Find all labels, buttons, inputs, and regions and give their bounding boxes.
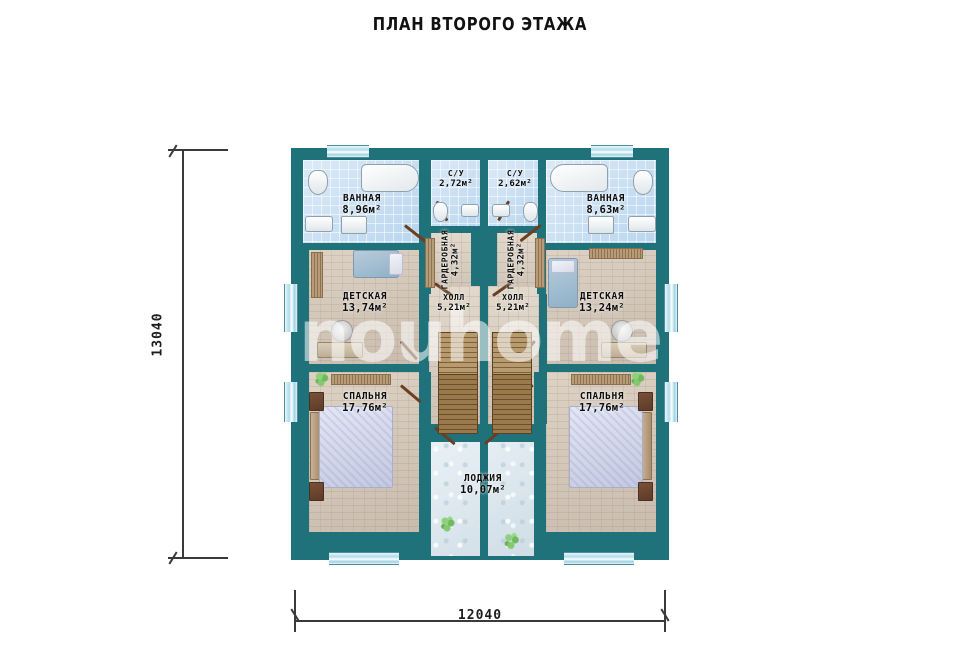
plant-bedroom-left — [313, 370, 331, 388]
room-floor-closet-left — [431, 232, 471, 294]
wall-seg-12 — [546, 364, 658, 372]
plant-bedroom-right — [629, 370, 647, 388]
dimension-bottom-tick-left — [294, 590, 296, 632]
toilet-wc-left — [433, 202, 448, 222]
bed-bedroom-right — [569, 406, 643, 488]
wall-seg-10 — [539, 294, 547, 424]
dimension-left-line — [182, 150, 184, 559]
wall-seg-4 — [538, 160, 546, 250]
page-title: ПЛАН ВТОРОГО ЭТАЖА — [372, 14, 588, 35]
nightstand-left-top — [309, 392, 324, 411]
dimension-left-slash-top — [168, 144, 178, 158]
bathtub-left — [361, 164, 419, 192]
dimension-bottom-line — [295, 620, 666, 622]
dimension-left-tick-top — [168, 149, 228, 151]
wardrobe-closet-left — [425, 238, 435, 288]
plant-loggia-left — [438, 514, 458, 534]
dimension-bottom-value: 12040 — [457, 608, 503, 623]
shower-right — [588, 216, 614, 234]
window-bottom-right — [564, 552, 634, 565]
sink-wc-left — [461, 204, 479, 217]
window-right-bedroom — [664, 382, 678, 422]
window-right-kids — [664, 284, 678, 332]
bathtub-right — [550, 164, 608, 192]
nightstand-right-bottom — [638, 482, 653, 501]
wardrobe-kids-left — [311, 252, 323, 298]
window-top-left — [327, 145, 369, 158]
chair-kids-right — [611, 320, 633, 342]
toilet-wc-right — [523, 202, 538, 222]
toilet-right — [633, 170, 653, 195]
wardrobe-bedroom-left — [331, 374, 391, 385]
wardrobe-kids-right — [589, 248, 643, 259]
nightstand-left-bottom — [309, 482, 324, 501]
window-left-bedroom — [284, 382, 298, 422]
stairs-lower-left — [438, 374, 478, 434]
window-top-right — [591, 145, 633, 158]
pillow-kids-right — [551, 260, 575, 273]
wardrobe-closet-right — [535, 238, 545, 288]
toilet-left — [308, 170, 328, 195]
wall-seg-2 — [546, 243, 656, 250]
pillow-kids-left — [389, 253, 403, 275]
wall-central-spine — [480, 160, 488, 556]
wall-seg-11 — [309, 364, 421, 372]
dimension-left-tick-bottom — [168, 557, 228, 559]
sink-right — [628, 216, 656, 232]
dimension-bottom-tick-right — [664, 590, 666, 632]
stairs-upper-left — [438, 332, 478, 376]
desk-kids-left — [317, 342, 363, 358]
stairs-lower-right — [492, 374, 532, 434]
wall-seg-5 — [431, 226, 481, 233]
plant-loggia-right — [501, 530, 523, 552]
floor-plan: nouhome ВАННАЯ 8,96м² С/У 2,72м² С/У 2,6… — [283, 144, 678, 565]
nightstand-right-top — [638, 392, 653, 411]
wall-seg-13 — [419, 372, 431, 532]
wardrobe-bedroom-right — [571, 374, 631, 385]
dimension-left-value: 13040 — [150, 312, 166, 357]
desk-kids-right — [601, 342, 647, 358]
wall-seg-6 — [488, 226, 538, 233]
wall-seg-1 — [303, 243, 419, 250]
bed-bedroom-left — [319, 406, 393, 488]
room-floor-closet-right — [497, 232, 537, 294]
wall-seg-3 — [419, 160, 431, 250]
sink-left — [305, 216, 333, 232]
window-bottom-left — [329, 552, 399, 565]
wall-seg-14 — [534, 372, 546, 532]
chair-kids-left — [331, 320, 353, 342]
shower-left — [341, 216, 367, 234]
window-left-kids — [284, 284, 298, 332]
sink-wc-right — [492, 204, 510, 217]
stairs-upper-right — [492, 332, 532, 376]
wall-seg-9 — [421, 294, 429, 424]
